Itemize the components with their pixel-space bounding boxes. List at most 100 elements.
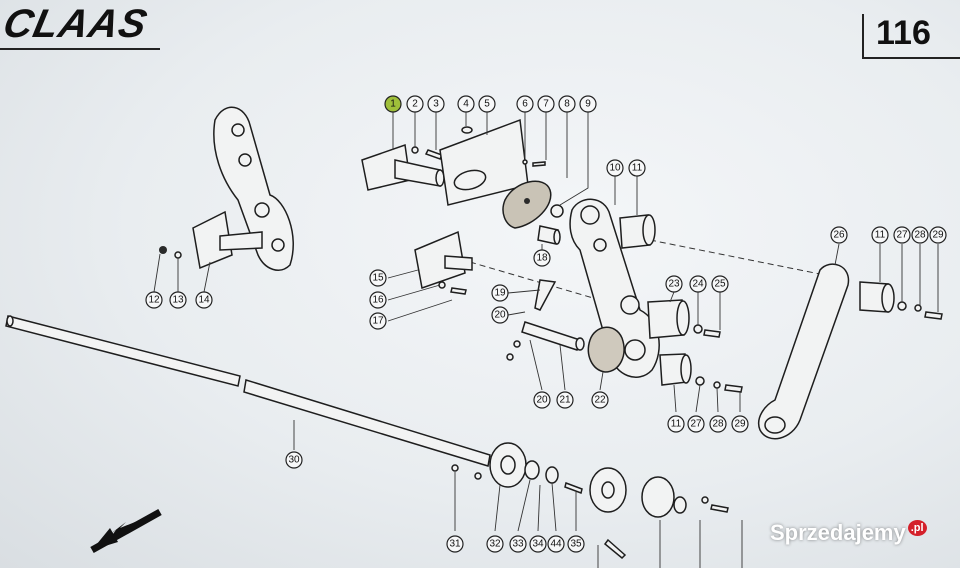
bracket-part-14 — [159, 210, 263, 270]
callout-30: 30 — [285, 451, 303, 469]
callout-29-lower: 29 — [731, 415, 749, 433]
svg-text:28: 28 — [914, 230, 926, 241]
svg-text:24: 24 — [692, 279, 704, 290]
svg-text:21: 21 — [559, 395, 571, 406]
pin-part-21 — [506, 279, 585, 361]
svg-text:3: 3 — [433, 99, 439, 110]
svg-text:35: 35 — [570, 539, 582, 550]
link-arm-part-26 — [758, 263, 943, 440]
disc-part-22 — [587, 326, 625, 373]
callout-6: 6 — [516, 95, 534, 113]
svg-text:20: 20 — [494, 310, 506, 321]
callout-21: 21 — [556, 391, 574, 409]
svg-text:18: 18 — [536, 253, 548, 264]
svg-text:33: 33 — [512, 539, 524, 550]
callout-14: 14 — [195, 291, 213, 309]
svg-text:4: 4 — [463, 99, 469, 110]
callout-29-right: 29 — [929, 226, 947, 244]
bushing-part-11-lower — [659, 353, 743, 393]
callout-34: 34 — [529, 535, 547, 553]
callout-19: 19 — [491, 284, 509, 302]
svg-text:17: 17 — [372, 316, 384, 327]
shaft-part-30 — [5, 315, 491, 467]
callout-3: 3 — [427, 95, 445, 113]
callout-28-lower: 28 — [709, 415, 727, 433]
bracket-part-15 — [414, 230, 473, 295]
svg-text:19: 19 — [494, 288, 506, 299]
sprzedajemy-watermark: Sprzedajemy.pl — [770, 520, 927, 546]
svg-text:31: 31 — [449, 539, 461, 550]
svg-text:7: 7 — [543, 99, 549, 110]
svg-text:23: 23 — [668, 279, 680, 290]
svg-text:14: 14 — [198, 295, 210, 306]
bearing-assembly-lower — [451, 442, 729, 560]
callout-24: 24 — [689, 275, 707, 293]
callout-8: 8 — [558, 95, 576, 113]
arrow-down-left-icon — [90, 508, 162, 554]
svg-text:22: 22 — [594, 395, 606, 406]
header-rule — [0, 48, 160, 50]
callout-1: 1 — [384, 95, 402, 113]
flange-shaft-part-1 — [361, 126, 473, 191]
callout-10: 10 — [606, 159, 624, 177]
callout-7: 7 — [537, 95, 555, 113]
svg-text:10: 10 — [609, 163, 621, 174]
svg-text:29: 29 — [734, 419, 746, 430]
svg-text:5: 5 — [484, 99, 490, 110]
svg-text:15: 15 — [372, 273, 384, 284]
callout-13: 13 — [169, 291, 187, 309]
callout-20-lower: 20 — [533, 391, 551, 409]
callout-28-right: 28 — [911, 226, 929, 244]
callout-23: 23 — [665, 275, 683, 293]
assembly-axis-upper — [649, 239, 841, 279]
callout-26: 26 — [830, 226, 848, 244]
svg-text:26: 26 — [833, 230, 845, 241]
svg-text:2: 2 — [412, 99, 418, 110]
lever-part-10 — [569, 198, 660, 378]
callout-44: 44 — [547, 535, 565, 553]
callout-27-right: 27 — [893, 226, 911, 244]
svg-text:6: 6 — [522, 99, 528, 110]
link-arm-left — [213, 106, 294, 271]
svg-text:9: 9 — [585, 99, 591, 110]
svg-text:16: 16 — [372, 295, 384, 306]
callout-11-lower: 11 — [667, 415, 685, 433]
svg-text:25: 25 — [714, 279, 726, 290]
callout-5: 5 — [478, 95, 496, 113]
svg-text:11: 11 — [875, 230, 886, 241]
svg-text:27: 27 — [896, 230, 908, 241]
callout-22: 22 — [591, 391, 609, 409]
callout-2: 2 — [406, 95, 424, 113]
svg-text:8: 8 — [564, 99, 570, 110]
callout-25: 25 — [711, 275, 729, 293]
friction-disc-part-8 — [502, 159, 564, 229]
callout-11: 11 — [628, 159, 646, 177]
svg-text:30: 30 — [288, 455, 300, 466]
page-number-box: 116 — [862, 14, 960, 59]
assembly-axis-middle — [469, 261, 601, 301]
bushing-part-11-upper — [619, 214, 656, 249]
callout-4: 4 — [457, 95, 475, 113]
svg-text:28: 28 — [712, 419, 724, 430]
callout-16: 16 — [369, 291, 387, 309]
callout-9: 9 — [579, 95, 597, 113]
page-number: 116 — [876, 14, 931, 52]
svg-text:13: 13 — [172, 295, 184, 306]
callout-11-right: 11 — [871, 226, 889, 244]
callout-17: 17 — [369, 312, 387, 330]
svg-text:32: 32 — [489, 539, 501, 550]
leader-lines — [153, 112, 939, 568]
callout-27-lower: 27 — [687, 415, 705, 433]
callout-31: 31 — [446, 535, 464, 553]
callout-20-upper: 20 — [491, 306, 509, 324]
svg-text:27: 27 — [690, 419, 702, 430]
svg-text:29: 29 — [932, 230, 944, 241]
callout-33: 33 — [509, 535, 527, 553]
svg-text:11: 11 — [671, 419, 682, 430]
svg-text:34: 34 — [532, 539, 544, 550]
callout-15: 15 — [369, 269, 387, 287]
callout-32: 32 — [486, 535, 504, 553]
spacer-part-18 — [537, 225, 561, 245]
